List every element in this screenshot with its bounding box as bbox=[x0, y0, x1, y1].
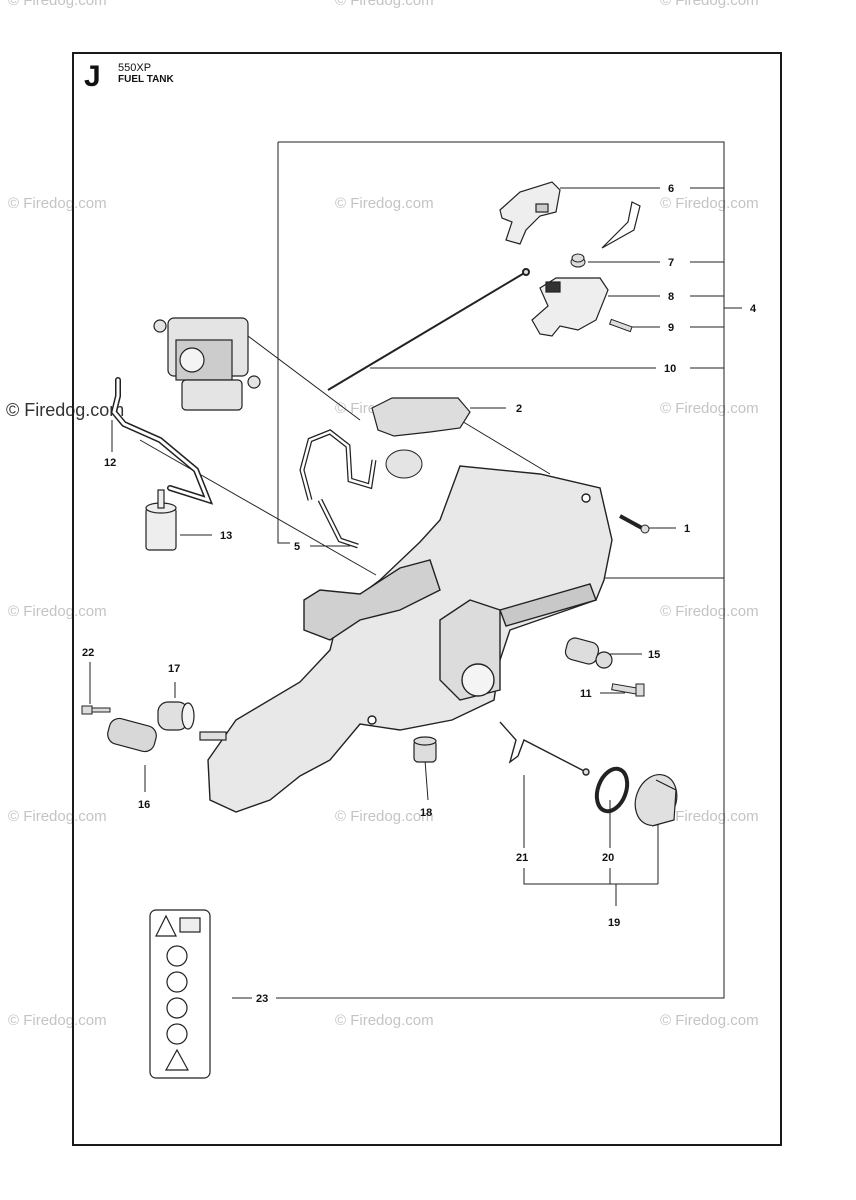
assembly-bracket bbox=[277, 141, 725, 999]
watermark: © Firedog.com bbox=[8, 808, 107, 825]
callout-11: 11 bbox=[580, 688, 592, 700]
spring bbox=[570, 253, 586, 268]
callout-5: 5 bbox=[294, 541, 300, 553]
callout-1: 1 bbox=[684, 523, 690, 535]
callout-12: 12 bbox=[104, 457, 116, 469]
watermark: © Firedog.com bbox=[660, 1012, 759, 1029]
cap-strap bbox=[499, 721, 590, 776]
callout-9: 9 bbox=[668, 322, 674, 334]
callout-23: 23 bbox=[256, 993, 268, 1005]
watermark: © Firedog.com bbox=[335, 195, 434, 212]
watermark: © Firedog.com bbox=[8, 1012, 107, 1029]
callout-17: 17 bbox=[168, 663, 180, 675]
bolt bbox=[611, 683, 645, 697]
screw bbox=[619, 514, 650, 534]
air-hose bbox=[299, 429, 377, 549]
callout-6: 6 bbox=[668, 183, 674, 195]
throttle-trigger bbox=[499, 181, 561, 245]
callout-2: 2 bbox=[516, 403, 522, 415]
watermark: © Firedog.com bbox=[335, 0, 434, 9]
callout-20: 20 bbox=[602, 852, 614, 864]
throttle-rod bbox=[327, 268, 530, 391]
callout-18: 18 bbox=[420, 807, 432, 819]
watermark: © Firedog.com bbox=[6, 400, 125, 420]
callout-21: 21 bbox=[516, 852, 528, 864]
watermark: © Firedog.com bbox=[660, 0, 759, 9]
av-spring bbox=[564, 637, 613, 669]
watermark: © Firedog.com bbox=[660, 808, 759, 825]
model-label: 550XP bbox=[118, 62, 152, 74]
pin bbox=[608, 318, 633, 333]
trigger-spring-wire bbox=[601, 201, 641, 249]
carburetor bbox=[153, 317, 261, 411]
callout-10: 10 bbox=[664, 363, 676, 375]
callout-7: 7 bbox=[668, 257, 674, 269]
fuel-filter bbox=[145, 489, 177, 551]
callout-4: 4 bbox=[750, 303, 757, 315]
section-title: FUEL TANK bbox=[118, 74, 174, 85]
watermark: © Firedog.com bbox=[8, 603, 107, 620]
watermark: © Firedog.com bbox=[660, 195, 759, 212]
fuel-tank-housing bbox=[207, 465, 613, 813]
watermark: © Firedog.com bbox=[8, 195, 107, 212]
watermark: © Firedog.com bbox=[335, 808, 434, 825]
primer-bulb bbox=[385, 449, 423, 479]
rubber-buffer bbox=[157, 701, 227, 741]
bushing bbox=[413, 736, 437, 763]
watermark: © Firedog.com bbox=[335, 1012, 434, 1029]
warning-decal bbox=[149, 909, 211, 1079]
o-ring bbox=[594, 766, 630, 814]
callout-16: 16 bbox=[138, 799, 150, 811]
handle-insert bbox=[371, 397, 471, 437]
fuel-cap bbox=[634, 774, 678, 827]
section-letter: J bbox=[84, 60, 101, 93]
callout-19: 19 bbox=[608, 917, 620, 929]
diagram-frame bbox=[72, 52, 782, 1146]
watermark: © Firedog.com bbox=[8, 0, 107, 9]
screw bbox=[81, 705, 111, 715]
callout-13: 13 bbox=[220, 530, 232, 542]
watermark: © Firedog.com bbox=[660, 603, 759, 620]
av-spring bbox=[107, 717, 157, 753]
throttle-lockout bbox=[531, 277, 609, 337]
watermark: © Firedog.com bbox=[660, 400, 759, 417]
callout-8: 8 bbox=[668, 291, 674, 303]
callout-15: 15 bbox=[648, 649, 660, 661]
callout-22: 22 bbox=[82, 647, 94, 659]
